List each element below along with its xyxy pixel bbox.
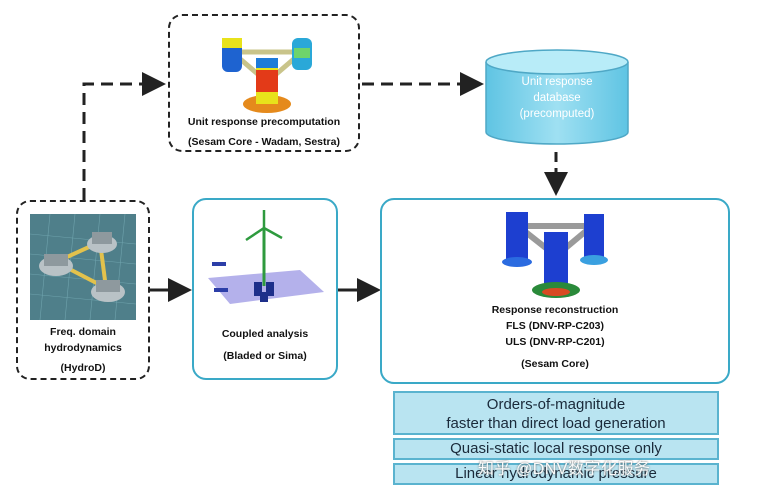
benefit-linear-pressure-text: Linear hydrodynamic pressure bbox=[455, 465, 657, 482]
reconstruction-fe-model-image bbox=[502, 212, 608, 298]
database-label: Unit response database (precomputed) bbox=[482, 74, 632, 122]
coupled-box: Coupled analysis (Bladed or Sima) bbox=[192, 198, 338, 380]
platform-fe-model-image bbox=[222, 38, 312, 113]
benefit-quasi-static: Quasi-static local response only bbox=[393, 438, 719, 460]
hydro-panel-model-image bbox=[30, 214, 136, 320]
database-line3: (precomputed) bbox=[519, 108, 595, 120]
hydro-line1: Freq. domain bbox=[50, 326, 116, 338]
benefit-linear-pressure: Linear hydrodynamic pressure bbox=[393, 463, 719, 485]
reconstruction-line4: (Sesam Core) bbox=[521, 358, 589, 370]
benefit-quasi-static-text: Quasi-static local response only bbox=[450, 440, 662, 457]
dashed-arrow-hydro-to-precomputation bbox=[82, 72, 166, 200]
reconstruction-line1: Response reconstruction bbox=[491, 304, 619, 316]
benefit-speed-line2: faster than direct load generation bbox=[446, 415, 666, 432]
hydro-box: Freq. domain hydrodynamics (HydroD) bbox=[16, 200, 150, 380]
hydro-line3: (HydroD) bbox=[60, 362, 106, 374]
coupled-turbine-model-image bbox=[208, 210, 324, 304]
precomputation-subtitle: (Sesam Core - Wadam, Sestra) bbox=[188, 136, 340, 148]
benefit-speed-line1: Orders-of-magnitude bbox=[486, 396, 626, 413]
hydro-line2: hydrodynamics bbox=[44, 342, 122, 354]
reconstruction-box: Response reconstruction FLS (DNV-RP-C203… bbox=[380, 198, 730, 384]
watermark-text: 知乎 @DNV数字化服务 bbox=[478, 461, 651, 478]
benefit-speed: Orders-of-magnitude faster than direct l… bbox=[393, 391, 719, 435]
reconstruction-line2: FLS (DNV-RP-C203) bbox=[505, 320, 604, 332]
database-cylinder bbox=[485, 49, 629, 145]
precomputation-box: Unit response precomputation (Sesam Core… bbox=[168, 14, 360, 152]
database-line2: database bbox=[533, 92, 581, 104]
database-line1: Unit response bbox=[521, 76, 593, 88]
coupled-line1: Coupled analysis bbox=[221, 328, 309, 340]
precomputation-title: Unit response precomputation bbox=[187, 116, 341, 128]
reconstruction-line3: ULS (DNV-RP-C201) bbox=[505, 336, 605, 348]
coupled-line2: (Bladed or Sima) bbox=[223, 350, 307, 362]
